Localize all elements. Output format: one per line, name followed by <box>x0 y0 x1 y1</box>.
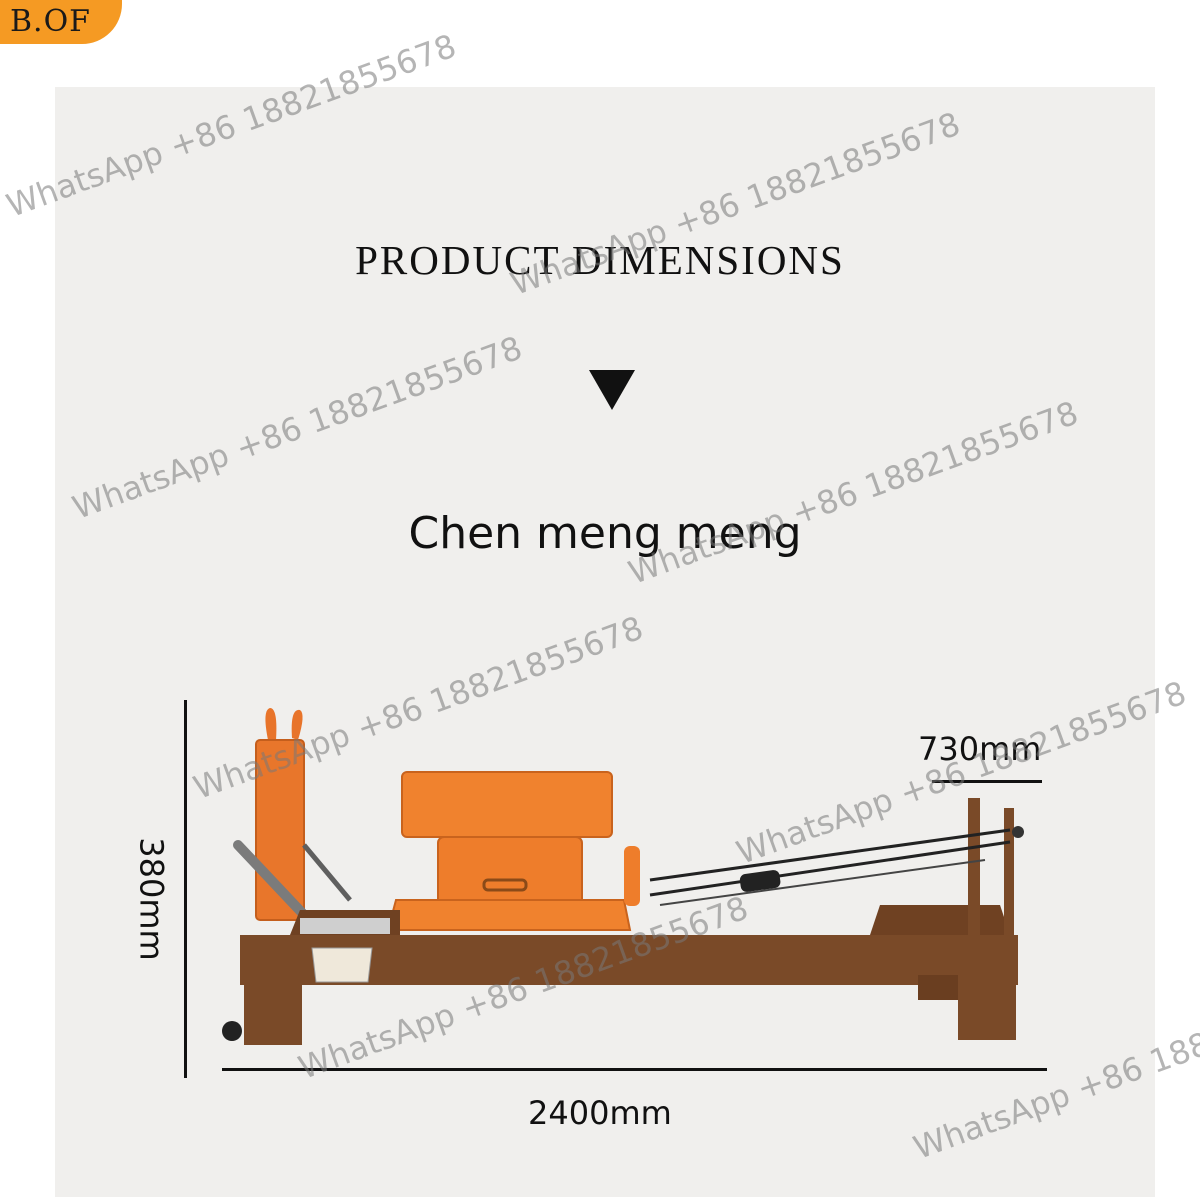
width-dimension-line <box>222 1068 1047 1071</box>
height-dimension-label: 380mm <box>132 837 171 961</box>
depth-dimension-line <box>932 780 1042 783</box>
arrow-down-icon <box>589 370 635 410</box>
width-dimension-label: 2400mm <box>528 1094 672 1132</box>
product-subtitle: Chen meng meng <box>408 508 802 559</box>
height-dimension-line <box>184 700 187 1078</box>
depth-dimension-label: 730mm <box>918 730 1042 768</box>
page-title: PRODUCT DIMENSIONS <box>355 237 845 283</box>
brand-logo: B.OF <box>0 0 122 44</box>
